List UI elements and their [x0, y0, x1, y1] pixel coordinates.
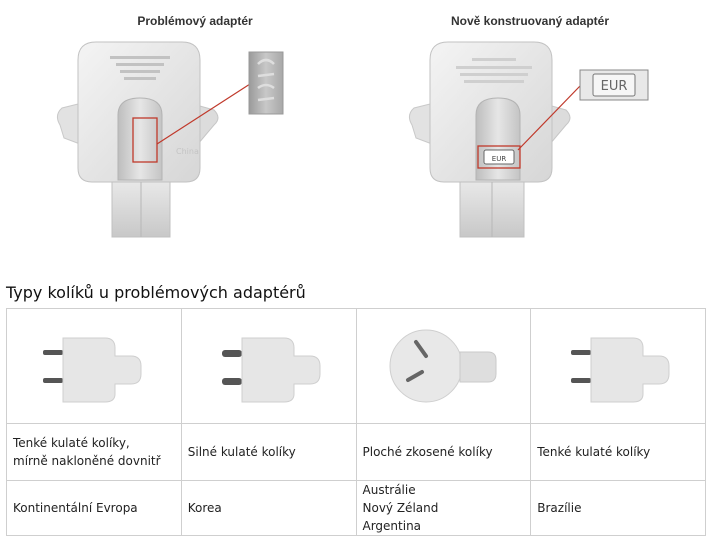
pin-description-cell: Silné kulaté kolíky — [180, 423, 357, 481]
table-row: Tenké kulaté kolíky, mírně nakloněné dov… — [6, 423, 706, 481]
eur-label: EUR — [601, 79, 628, 94]
pin-description-line: Tenké kulaté kolíky — [537, 445, 651, 459]
eur-label-small: EUR — [492, 155, 507, 163]
plug-image-cell — [355, 308, 532, 424]
table-row: Kontinentální Evropa Korea Austrálie Nov… — [6, 480, 706, 536]
pin-description-cell: Ploché zkosené kolíky — [355, 423, 532, 481]
plug-flat-angled-image — [389, 329, 497, 403]
plug-image-cell — [530, 308, 706, 424]
table-row — [6, 308, 706, 424]
pin-description-cell: Tenké kulaté kolíky — [530, 423, 706, 481]
region-name: Argentina — [362, 519, 422, 533]
pin-description-line: Tenké kulaté kolíky, — [13, 436, 130, 450]
plug-thick-round-image — [221, 337, 321, 403]
region-cell: Korea — [180, 480, 357, 536]
problem-adapter-caption: Problémový adaptér — [137, 14, 253, 28]
pin-description-line: Silné kulaté kolíky — [187, 445, 296, 459]
adapter-photos: China — [56, 41, 649, 238]
svg-text:China: China — [176, 147, 199, 156]
adapter-comparison-figure: Problémový adaptér Nově konstruovaný ada… — [0, 0, 727, 250]
pin-description-line: mírně nakloněné dovnitř — [13, 454, 161, 468]
region-name: Brazílie — [537, 501, 582, 515]
pin-description-line: Ploché zkosené kolíky — [362, 445, 493, 459]
region-cell: Austrálie Nový Zéland Argentina — [355, 480, 532, 536]
new-adapter-caption: Nově konstruovaný adaptér — [450, 14, 610, 28]
problem-adapter-photo: China — [56, 41, 284, 238]
section-title: Typy kolíků u problémových adaptérů — [6, 283, 306, 302]
region-cell: Brazílie — [530, 480, 706, 536]
pin-description-cell: Tenké kulaté kolíky, mírně nakloněné dov… — [6, 423, 182, 481]
plug-image-cell — [180, 308, 357, 424]
region-name: Korea — [187, 501, 222, 515]
plug-thin-angled-image — [42, 337, 142, 403]
region-name: Kontinentální Evropa — [13, 501, 138, 515]
new-adapter-photo: EUR EUR — [408, 41, 649, 238]
pin-types-table: Tenké kulaté kolíky, mírně nakloněné dov… — [6, 308, 706, 536]
region-cell: Kontinentální Evropa — [6, 480, 182, 536]
plug-image-cell — [6, 308, 182, 424]
plug-thin-round-image — [571, 337, 670, 403]
region-name: Nový Zéland — [362, 501, 439, 515]
region-name: Austrálie — [362, 483, 416, 497]
